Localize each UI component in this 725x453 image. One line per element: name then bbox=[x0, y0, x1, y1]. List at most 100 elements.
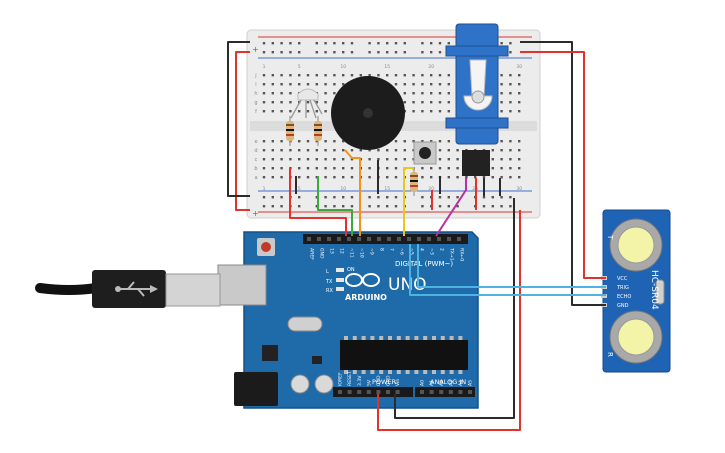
push-button[interactable] bbox=[413, 141, 437, 165]
breadboard-hole bbox=[518, 158, 521, 161]
chip-legs bbox=[344, 336, 463, 374]
breadboard-hole bbox=[298, 176, 301, 179]
sensor-pin-label: ECHO bbox=[617, 294, 631, 300]
header-socket[interactable] bbox=[377, 237, 381, 241]
wire-blue-echo[interactable] bbox=[417, 244, 606, 288]
breadboard-hole bbox=[465, 176, 468, 179]
breadboard-hole bbox=[500, 83, 503, 86]
header-socket[interactable] bbox=[357, 237, 361, 241]
servo-motor[interactable] bbox=[445, 23, 509, 176]
breadboard-hole bbox=[438, 158, 442, 161]
breadboard-hole bbox=[421, 83, 424, 86]
wire-red-pin13[interactable] bbox=[289, 168, 347, 236]
chip-leg bbox=[440, 336, 445, 340]
chip-leg bbox=[396, 336, 401, 340]
wire-yellow-button[interactable] bbox=[403, 167, 414, 236]
breadboard-hole bbox=[430, 92, 433, 95]
header-socket[interactable] bbox=[427, 237, 431, 241]
chip-leg bbox=[344, 336, 348, 340]
breadboard-hole bbox=[394, 176, 398, 179]
header-socket[interactable] bbox=[366, 390, 371, 394]
resistor-1[interactable] bbox=[286, 116, 294, 146]
breadboard-hole bbox=[438, 74, 442, 77]
rail-hole bbox=[324, 196, 327, 199]
chip-leg bbox=[361, 336, 366, 340]
wire-black-left-rail[interactable] bbox=[227, 41, 250, 197]
header-socket[interactable] bbox=[338, 390, 342, 394]
arduino-uno-board[interactable]: ARDUINO UNO DIGITAL (PWM~) POWER ANALOG … bbox=[217, 231, 479, 409]
usb-cable[interactable] bbox=[35, 270, 221, 308]
header-socket[interactable] bbox=[417, 237, 421, 241]
breadboard-hole bbox=[474, 176, 477, 179]
header-socket[interactable] bbox=[458, 390, 463, 394]
breadboard-hole bbox=[280, 167, 283, 170]
header-socket[interactable] bbox=[347, 390, 352, 394]
breadboard-hole bbox=[430, 74, 433, 77]
wire-black-gnd-arduino[interactable] bbox=[394, 198, 515, 419]
header-socket[interactable] bbox=[448, 390, 453, 394]
buzzer-hole bbox=[363, 108, 373, 118]
breadboard-hole bbox=[447, 158, 450, 161]
breadboard-hole bbox=[500, 110, 503, 113]
wire-black-sensor-gnd[interactable] bbox=[520, 41, 606, 306]
header-socket[interactable] bbox=[337, 237, 341, 241]
header-socket[interactable] bbox=[387, 237, 391, 241]
rail-hole bbox=[377, 196, 380, 199]
wire-red-5v-arduino[interactable] bbox=[377, 210, 521, 431]
breadboard-row-letter: a bbox=[254, 175, 257, 181]
rgb-led[interactable] bbox=[290, 88, 323, 119]
header-socket[interactable] bbox=[457, 237, 461, 241]
header-socket[interactable] bbox=[357, 390, 362, 394]
analog-pin-label: A4 bbox=[458, 380, 464, 386]
breadboard-hole bbox=[306, 149, 310, 152]
header-socket[interactable] bbox=[386, 390, 390, 394]
wire-orange-buzzer[interactable] bbox=[344, 149, 361, 236]
breadboard-hole bbox=[491, 176, 494, 179]
breadboard-col-number: 20 bbox=[428, 64, 434, 70]
piezo-buzzer[interactable] bbox=[331, 76, 405, 150]
breadboard-hole bbox=[342, 176, 345, 179]
breadboard-hole bbox=[518, 140, 521, 143]
header-socket[interactable] bbox=[376, 390, 381, 394]
analog-pin-label: A2 bbox=[439, 380, 445, 386]
header-socket[interactable] bbox=[437, 237, 441, 241]
header-socket[interactable] bbox=[327, 237, 331, 241]
breadboard-hole bbox=[403, 140, 406, 143]
header-socket[interactable] bbox=[395, 390, 400, 394]
rail-hole bbox=[298, 42, 301, 45]
wire-green-pin12[interactable] bbox=[317, 176, 353, 236]
breadboard-hole bbox=[280, 149, 283, 152]
breadboard-hole bbox=[262, 92, 266, 95]
breadboard-labels: 115510101515202025253030jihgfedcba bbox=[254, 64, 522, 192]
digital-pin-label: TX→1 bbox=[449, 247, 455, 261]
wire-red-sensor-vcc[interactable] bbox=[520, 51, 606, 279]
header-socket[interactable] bbox=[447, 237, 451, 241]
header-socket[interactable] bbox=[317, 237, 321, 241]
wire-red-left-rail[interactable] bbox=[235, 51, 250, 211]
header-socket[interactable] bbox=[429, 390, 434, 394]
header-socket[interactable] bbox=[468, 390, 472, 394]
header-socket[interactable] bbox=[307, 237, 311, 241]
breadboard-hole bbox=[491, 158, 494, 161]
rail-hole bbox=[430, 51, 433, 54]
breadboard-hole bbox=[377, 149, 380, 152]
wire-blue-trig[interactable] bbox=[409, 244, 606, 296]
breadboard-hole bbox=[394, 158, 398, 161]
breadboard-hole bbox=[262, 149, 266, 152]
header-socket[interactable] bbox=[397, 237, 401, 241]
header-socket[interactable] bbox=[347, 237, 351, 241]
breadboard-hole bbox=[262, 101, 266, 104]
rail-hole bbox=[280, 205, 283, 208]
header-socket[interactable] bbox=[420, 390, 424, 394]
rx-led bbox=[336, 287, 344, 291]
header-socket[interactable] bbox=[407, 237, 411, 241]
chip-leg bbox=[361, 370, 366, 374]
resistor-2[interactable] bbox=[314, 116, 322, 146]
resistor-3[interactable] bbox=[410, 167, 418, 196]
analog-pin-label: A3 bbox=[448, 380, 454, 386]
header-socket[interactable] bbox=[439, 390, 444, 394]
wire-magenta-servo[interactable] bbox=[435, 178, 467, 237]
header-socket[interactable] bbox=[367, 237, 371, 241]
